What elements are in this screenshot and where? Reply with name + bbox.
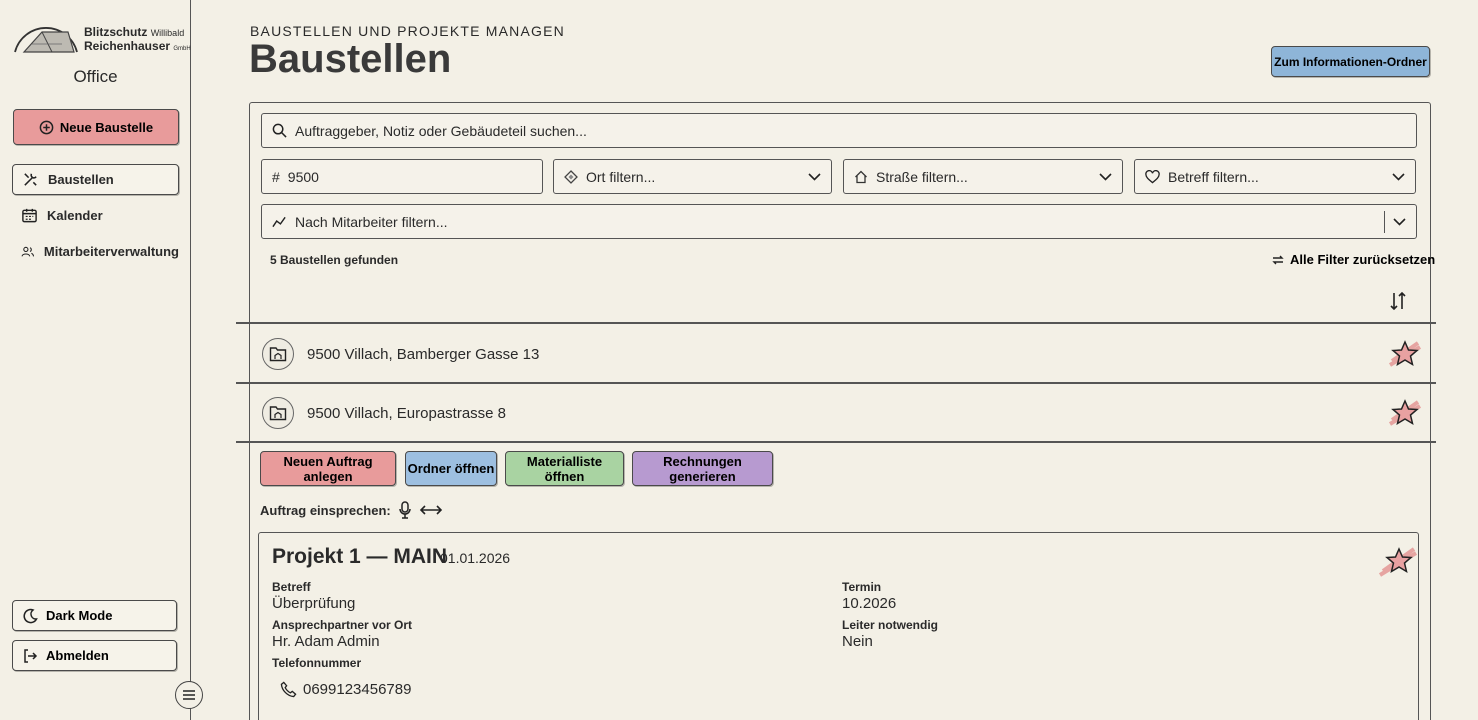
generate-invoices-button[interactable]: Rechnungen generieren bbox=[632, 451, 773, 486]
select-divider bbox=[1384, 210, 1385, 233]
site-row[interactable]: 9500 Villach, Europastrasse 8 bbox=[262, 395, 1422, 431]
dark-mode-label: Dark Mode bbox=[46, 608, 113, 623]
favorite-star-icon[interactable] bbox=[1388, 398, 1422, 428]
house-icon bbox=[855, 170, 867, 183]
calendar-icon bbox=[22, 208, 37, 223]
hash-icon: # bbox=[272, 168, 280, 185]
swap-arrows-icon bbox=[1272, 255, 1284, 264]
plus-circle-icon bbox=[39, 120, 54, 134]
site-folder-avatar bbox=[262, 397, 294, 429]
termin-label: Termin bbox=[842, 580, 882, 594]
search-placeholder: Auftraggeber, Notiz oder Gebäudeteil suc… bbox=[295, 122, 587, 139]
open-folder-button[interactable]: Ordner öffnen bbox=[405, 451, 497, 486]
site-address: 9500 Villach, Europastrasse 8 bbox=[307, 404, 507, 422]
phone-label: Telefonnummer bbox=[272, 656, 362, 670]
site-address: 9500 Villach, Bamberger Gasse 13 bbox=[307, 345, 540, 363]
page-kicker: BAUSTELLEN UND PROJEKTE MANAGEN bbox=[250, 23, 565, 39]
termin-value: 10.2026 bbox=[842, 595, 897, 612]
betreff-label: Betreff bbox=[272, 580, 311, 594]
postal-code-filter[interactable]: # 9500 bbox=[261, 159, 543, 194]
search-input[interactable]: Auftraggeber, Notiz oder Gebäudeteil suc… bbox=[261, 113, 1417, 148]
ort-filter-placeholder: Ort filtern... bbox=[586, 168, 656, 185]
sidebar: Blitzschutz Willibald Reichenhauser GmbH… bbox=[0, 0, 191, 720]
sidebar-item-label: Baustellen bbox=[48, 172, 114, 187]
dictate-label: Auftrag einsprechen: bbox=[260, 502, 391, 518]
betreff-value: Überprüfung bbox=[272, 595, 356, 612]
phone-icon bbox=[280, 681, 297, 698]
logout-label: Abmelden bbox=[46, 648, 109, 663]
favorite-star-icon[interactable] bbox=[1388, 339, 1422, 369]
dark-mode-button[interactable]: Dark Mode bbox=[12, 600, 177, 631]
phone-value: 0699123456789 bbox=[303, 681, 412, 698]
leader-value: Nein bbox=[842, 633, 873, 650]
folder-house-icon bbox=[269, 347, 287, 362]
new-site-button[interactable]: Neue Baustelle bbox=[13, 109, 179, 145]
page-title: Baustellen bbox=[249, 37, 452, 81]
project-date: 01.01.2026 bbox=[440, 550, 511, 566]
mitarbeiter-filter-placeholder: Nach Mitarbeiter filtern... bbox=[295, 213, 448, 230]
info-folder-button[interactable]: Zum Informationen-Ordner bbox=[1271, 46, 1430, 77]
sidebar-item-kalender[interactable]: Kalender bbox=[12, 200, 179, 231]
dictate-order: Auftrag einsprechen: bbox=[260, 501, 443, 519]
divider bbox=[236, 322, 1436, 324]
search-icon bbox=[272, 123, 287, 138]
brand-name-1-small: Willibald bbox=[150, 28, 185, 38]
company-logo: Blitzschutz Willibald Reichenhauser GmbH bbox=[12, 12, 191, 57]
chevron-down-icon bbox=[1393, 217, 1406, 226]
sort-arrows-icon bbox=[1390, 291, 1406, 311]
chevron-down-icon bbox=[1392, 172, 1405, 181]
users-icon bbox=[21, 246, 35, 257]
sort-button[interactable] bbox=[1388, 291, 1408, 311]
mitarbeiter-filter-select[interactable]: Nach Mitarbeiter filtern... bbox=[261, 204, 1417, 239]
contact-label: Ansprechpartner vor Ort bbox=[272, 618, 413, 632]
brand-name-2: Reichenhauser bbox=[84, 39, 171, 53]
betreff-filter-placeholder: Betreff filtern... bbox=[1168, 168, 1259, 185]
menu-toggle-button[interactable] bbox=[175, 681, 203, 709]
chevron-down-icon bbox=[808, 172, 821, 181]
reset-filters-label: Alle Filter zurücksetzen bbox=[1290, 252, 1436, 267]
hamburger-icon bbox=[183, 690, 195, 700]
project-card bbox=[258, 532, 1419, 720]
brand-name-2-small: GmbH bbox=[173, 46, 191, 52]
new-order-button[interactable]: Neuen Auftrag anlegen bbox=[260, 451, 396, 486]
project-title[interactable]: Projekt 1 — MAIN bbox=[272, 545, 448, 568]
main-panel bbox=[249, 102, 1431, 720]
reset-filters-button[interactable]: Alle Filter zurücksetzen bbox=[1272, 252, 1435, 267]
strasse-filter-placeholder: Straße filtern... bbox=[876, 168, 968, 185]
trend-icon bbox=[272, 216, 286, 227]
chevron-down-icon bbox=[1099, 172, 1112, 181]
site-row[interactable]: 9500 Villach, Bamberger Gasse 13 bbox=[262, 336, 1422, 372]
sidebar-item-label: Mitarbeiterverwaltung bbox=[43, 244, 179, 259]
brand-name-1: Blitzschutz bbox=[84, 25, 148, 39]
divider bbox=[236, 382, 1436, 384]
strasse-filter-select[interactable]: Straße filtern... bbox=[843, 159, 1123, 194]
phone-link[interactable]: 0699123456789 bbox=[280, 681, 411, 698]
postal-code-value: 9500 bbox=[287, 168, 319, 185]
heart-icon bbox=[1145, 169, 1160, 183]
location-diamond-icon bbox=[564, 169, 578, 184]
material-list-button[interactable]: Materialliste öffnen bbox=[505, 451, 624, 486]
microphone-icon[interactable] bbox=[399, 501, 411, 519]
new-site-label: Neue Baustelle bbox=[59, 119, 154, 135]
expand-horizontal-icon[interactable] bbox=[419, 503, 443, 517]
sidebar-item-mitarbeiterverwaltung[interactable]: Mitarbeiterverwaltung bbox=[12, 236, 179, 267]
ort-filter-select[interactable]: Ort filtern... bbox=[553, 159, 832, 194]
roof-logo-icon bbox=[14, 27, 78, 53]
sidebar-item-label: Kalender bbox=[47, 208, 103, 223]
favorite-star-icon[interactable] bbox=[1378, 545, 1418, 579]
folder-house-icon bbox=[269, 406, 287, 421]
leader-label: Leiter notwendig bbox=[842, 618, 938, 632]
contact-value: Hr. Adam Admin bbox=[272, 633, 380, 650]
section-title: Office bbox=[73, 67, 118, 86]
tools-icon bbox=[24, 173, 37, 186]
divider bbox=[236, 441, 1436, 443]
moon-icon bbox=[23, 608, 38, 623]
logout-button[interactable]: Abmelden bbox=[12, 640, 177, 671]
betreff-filter-select[interactable]: Betreff filtern... bbox=[1134, 159, 1416, 194]
site-folder-avatar bbox=[262, 338, 294, 370]
results-count: 5 Baustellen gefunden bbox=[270, 253, 399, 267]
sidebar-item-baustellen[interactable]: Baustellen bbox=[12, 164, 179, 195]
logout-icon bbox=[24, 648, 38, 663]
